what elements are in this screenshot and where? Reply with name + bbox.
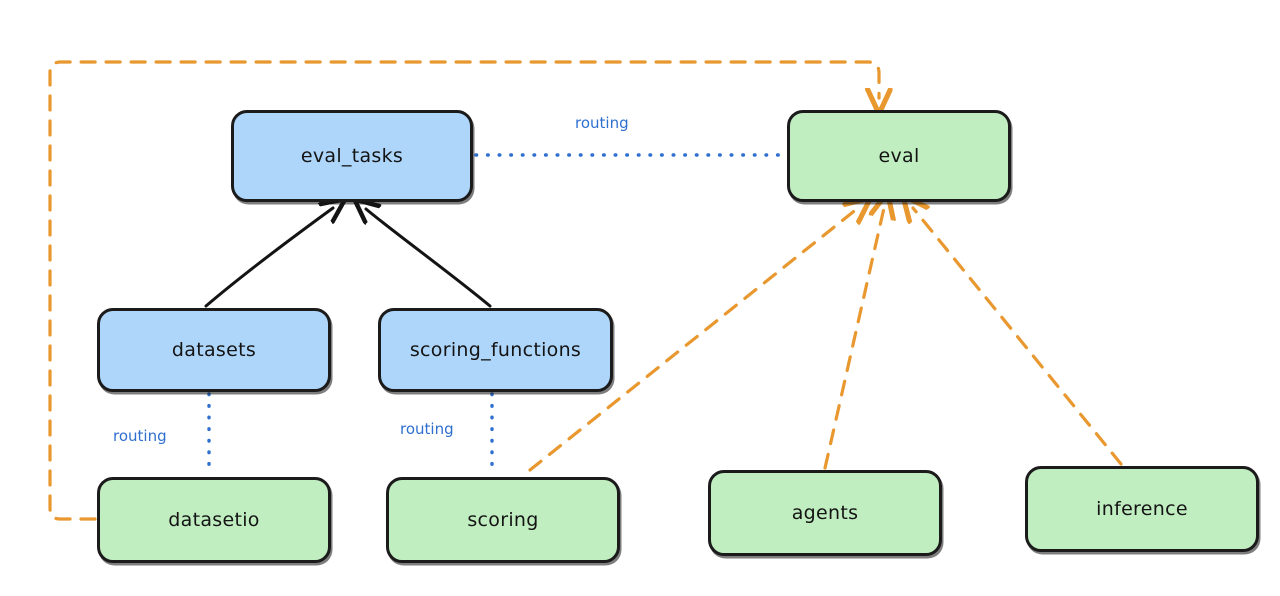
edge-agents-to-eval [823, 208, 884, 470]
node-label-eval: eval [878, 145, 920, 167]
node-eval[interactable]: eval [787, 110, 1011, 202]
edge-label-routing-datasetio: routing [113, 427, 167, 445]
edge-datasets-to-eval-tasks [204, 208, 333, 308]
node-datasets[interactable]: datasets [97, 308, 331, 392]
node-scoring[interactable]: scoring [386, 477, 620, 563]
edge-scoring-to-eval [528, 208, 858, 472]
node-label-inference: inference [1096, 498, 1188, 520]
edge-label-routing-eval: routing [575, 114, 629, 132]
node-inference[interactable]: inference [1025, 466, 1259, 552]
node-label-datasets: datasets [171, 339, 257, 361]
node-eval-tasks[interactable]: eval_tasks [231, 110, 473, 202]
edge-scoring-functions-to-eval-tasks [366, 209, 492, 308]
edge-label-routing-scoring: routing [400, 420, 454, 438]
node-label-scoring: scoring [467, 509, 539, 531]
node-datasetio[interactable]: datasetio [97, 477, 331, 563]
node-label-scoring-functions: scoring_functions [409, 339, 582, 361]
node-scoring-functions[interactable]: scoring_functions [378, 308, 613, 392]
node-label-eval-tasks: eval_tasks [300, 145, 404, 167]
edge-inference-to-eval [913, 208, 1123, 466]
node-label-datasetio: datasetio [168, 509, 260, 531]
node-label-agents: agents [791, 502, 859, 524]
node-agents[interactable]: agents [708, 470, 942, 556]
